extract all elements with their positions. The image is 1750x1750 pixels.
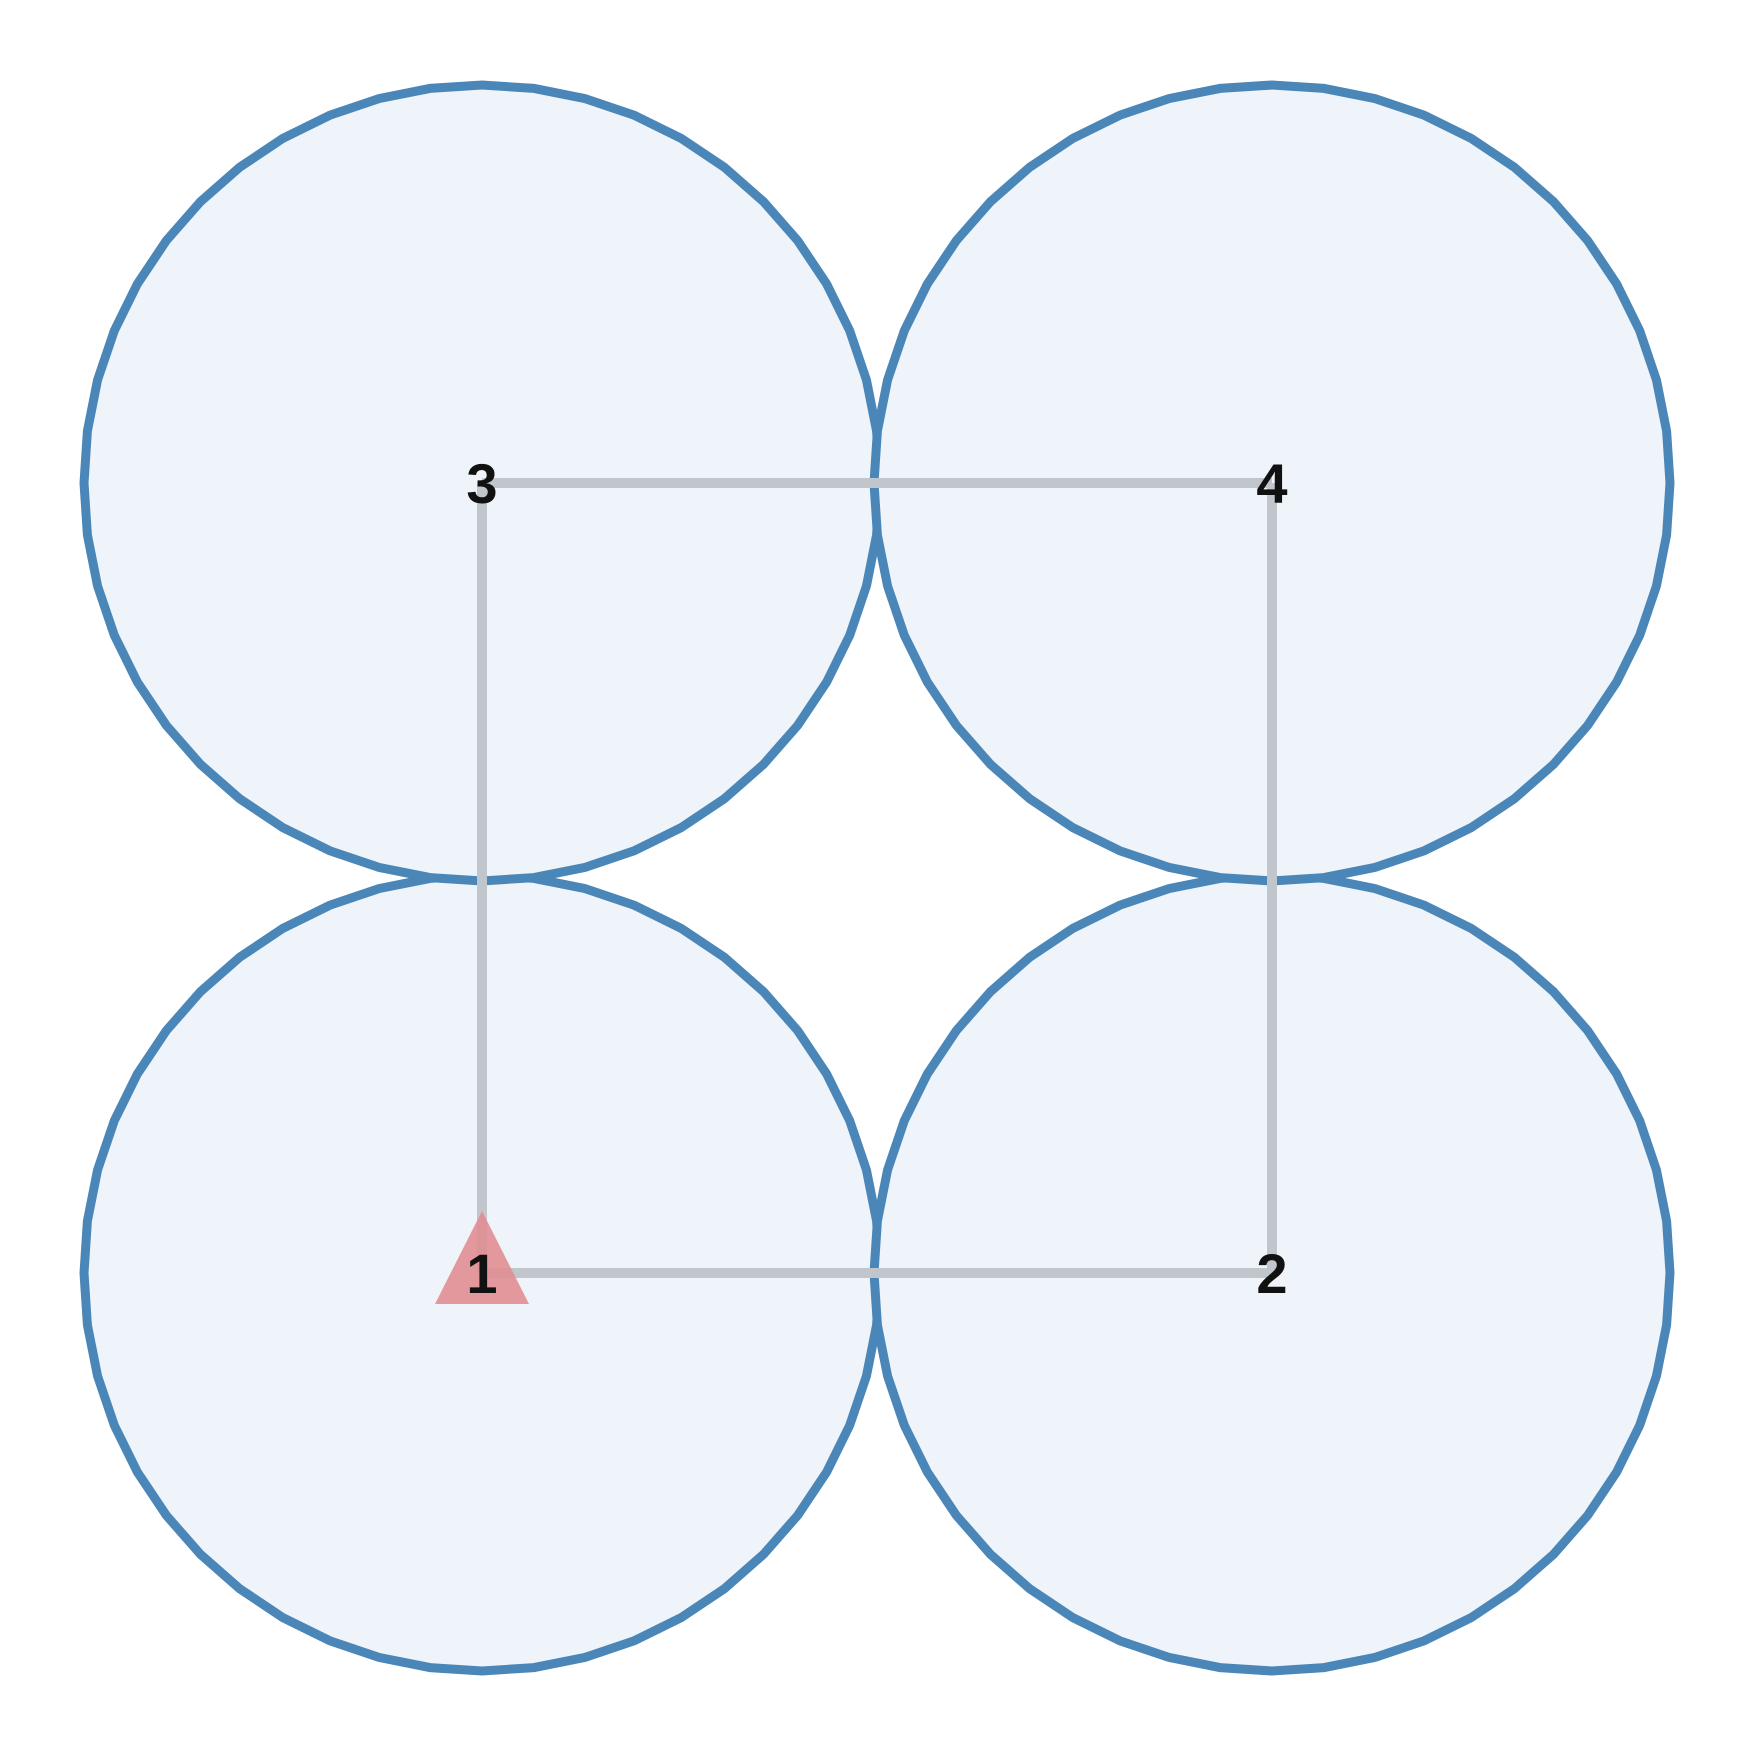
- edges: [477, 478, 1277, 1278]
- triangle-icon: [435, 1211, 529, 1304]
- node-label-3: 3: [466, 452, 497, 515]
- node-label-1: 1: [466, 1242, 497, 1305]
- node-label-2: 2: [1256, 1242, 1287, 1305]
- node-regions: [79, 80, 1675, 1676]
- markers: [435, 1211, 529, 1304]
- node-label-4: 4: [1256, 452, 1287, 515]
- node-labels: 1 2 3 4: [466, 452, 1287, 1305]
